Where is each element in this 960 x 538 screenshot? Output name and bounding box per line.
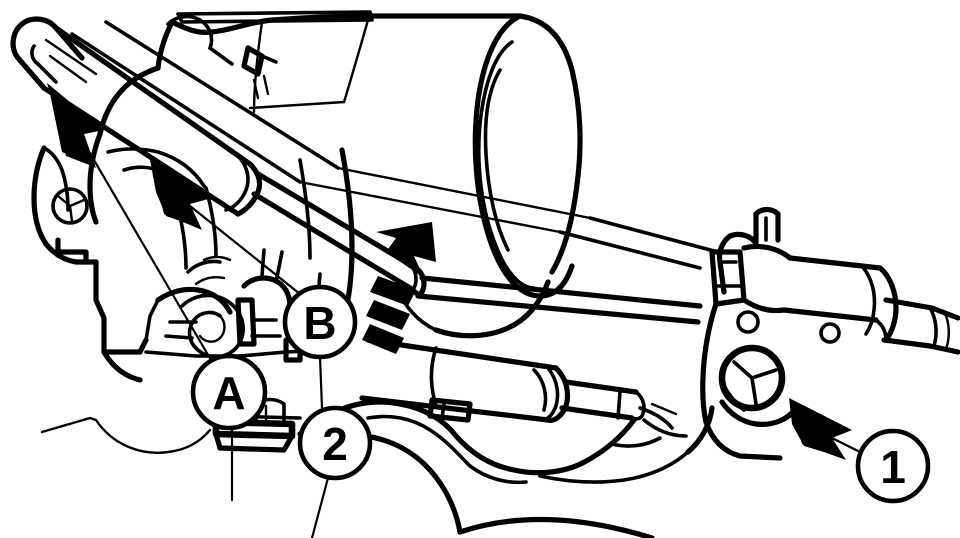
callout-1[interactable]: 1 [855,428,931,504]
leader-line-a [72,124,213,362]
arrow-1-icon [789,398,852,460]
leader-line-2 [310,476,330,538]
callout-2-circle[interactable] [297,405,373,481]
left-contour-line [40,416,212,454]
arrow-a-icon [47,83,104,168]
leader-line-b [178,196,302,296]
callout-b-circle[interactable] [282,284,358,360]
callout-a[interactable]: A [190,353,268,431]
arrow-b-icon [150,160,212,230]
leader-line-2-upper [318,355,324,410]
ball-joint [718,344,786,412]
engine-block [31,65,233,383]
leader-line-1 [830,436,862,454]
callout-a-label: A [212,367,245,419]
callout-1-circle[interactable] [855,428,931,504]
callout-1-label: 1 [880,441,906,493]
callout-2[interactable]: 2 [297,405,373,481]
bell-housing [155,10,583,339]
callout-b-label: B [303,297,336,349]
callout-b[interactable]: B [282,284,358,360]
callout-a-circle[interactable] [190,353,268,431]
callout-2-label: 2 [322,418,348,470]
motion-arrow-striped-icon [362,222,436,354]
bolt-boss [51,187,89,225]
shift-rod [10,14,720,325]
